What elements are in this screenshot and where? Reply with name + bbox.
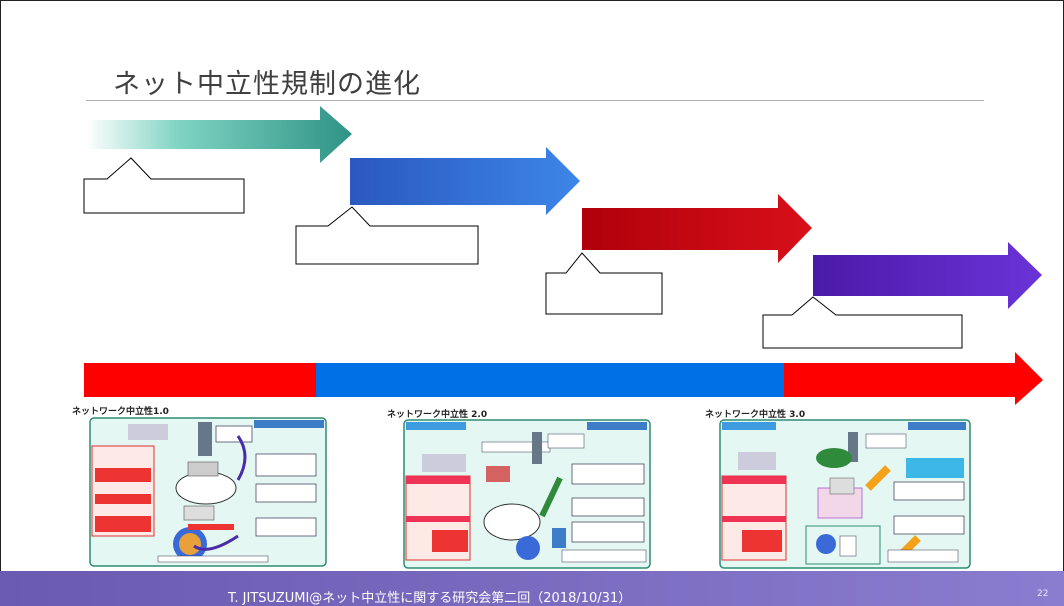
stage-arrow-4 xyxy=(813,242,1042,309)
timeline-segment-blue xyxy=(316,363,784,397)
stage-arrow-2 xyxy=(350,147,580,215)
evolution-diagram xyxy=(83,106,1043,405)
callout-box-2 xyxy=(295,206,479,265)
slide-title: ネット中立性規制の進化 xyxy=(113,69,421,100)
thumbnail-neutrality-1-0 xyxy=(89,417,327,567)
thumbnail-3-label: ネットワーク中立性 3.0 xyxy=(705,410,806,420)
page-number: 22 xyxy=(1037,589,1049,599)
callout-box-1 xyxy=(83,157,245,214)
thumbnail-neutrality-3-0 xyxy=(719,419,971,569)
stage-arrow-1 xyxy=(86,106,352,163)
title-divider xyxy=(86,100,984,101)
thumbnail-2-label: ネットワーク中立性 2.0 xyxy=(387,410,488,420)
thumbnail-neutrality-2-0 xyxy=(403,419,651,569)
stage-arrow-3 xyxy=(582,194,812,263)
callout-box-4 xyxy=(762,296,963,349)
callout-box-3 xyxy=(545,252,663,315)
thumbnail-1-label: ネットワーク中立性1.0 xyxy=(72,407,169,417)
timeline-segment-red-2 xyxy=(784,352,1043,405)
timeline-segment-red-1 xyxy=(84,363,316,397)
footer-text: T. JITSUZUMI@ネット中立性に関する研究会第二回（2018/10/31… xyxy=(228,591,632,606)
footer-bar xyxy=(0,571,1064,606)
